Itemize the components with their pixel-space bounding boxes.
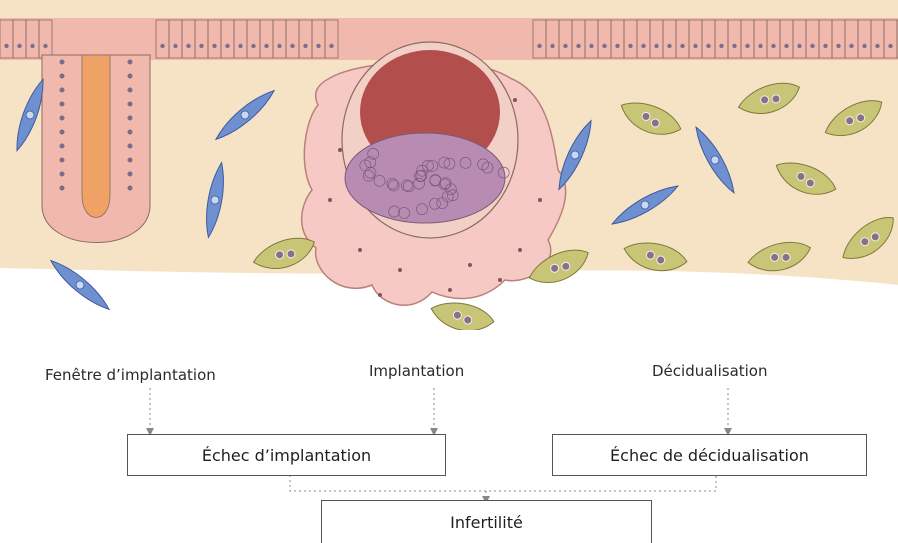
- cell-nucleus: [615, 44, 619, 48]
- gland-cell-nucleus: [128, 172, 132, 176]
- cell-nucleus: [732, 44, 736, 48]
- decidual-cell: [428, 298, 496, 330]
- gland-cell-nucleus: [60, 88, 64, 92]
- implantation-failure-box: Échec d’implantation: [127, 434, 446, 476]
- cell-nucleus: [43, 44, 47, 48]
- gland-cell-nucleus: [60, 60, 64, 64]
- cell-nucleus: [576, 44, 580, 48]
- halo-dot: [378, 293, 382, 297]
- gland-cell-nucleus: [60, 144, 64, 148]
- gland-cell-nucleus: [128, 102, 132, 106]
- gland-cell-nucleus: [128, 74, 132, 78]
- cell-nucleus: [160, 44, 164, 48]
- cell-nucleus: [602, 44, 606, 48]
- cell-nucleus: [264, 44, 268, 48]
- cell-nucleus: [303, 44, 307, 48]
- halo-dot: [468, 263, 472, 267]
- infertility-box: Infertilité: [321, 500, 652, 543]
- cell-nucleus: [290, 44, 294, 48]
- cell-nucleus: [641, 44, 645, 48]
- cell-nucleus: [173, 44, 177, 48]
- label-implantation: Implantation: [369, 362, 464, 380]
- gland-cell-nucleus: [128, 116, 132, 120]
- gland-cell-nucleus: [128, 60, 132, 64]
- label-window-of-implantation: Fenêtre d’implantation: [45, 366, 216, 384]
- gland-cell-nucleus: [60, 102, 64, 106]
- gland-cell-nucleus: [128, 130, 132, 134]
- cell-nucleus: [225, 44, 229, 48]
- cell-nucleus: [836, 44, 840, 48]
- halo-dot: [448, 288, 452, 292]
- gland-cell-nucleus: [60, 158, 64, 162]
- cell-nucleus: [680, 44, 684, 48]
- cell-nucleus: [693, 44, 697, 48]
- cell-nucleus: [316, 44, 320, 48]
- gland-cell-nucleus: [60, 130, 64, 134]
- cell-nucleus: [667, 44, 671, 48]
- halo-dot: [498, 278, 502, 282]
- gland-lumen: [82, 55, 110, 218]
- gland-cell-nucleus: [60, 116, 64, 120]
- cell-nucleus: [589, 44, 593, 48]
- cell-nucleus: [277, 44, 281, 48]
- cell-nucleus: [654, 44, 658, 48]
- cell-nucleus: [849, 44, 853, 48]
- cell-nucleus: [888, 44, 892, 48]
- cell-nucleus: [329, 44, 333, 48]
- gland-cell-nucleus: [128, 144, 132, 148]
- gland-cell-nucleus: [128, 186, 132, 190]
- halo-dot: [513, 98, 517, 102]
- cell-nucleus: [4, 44, 8, 48]
- cell-nucleus: [758, 44, 762, 48]
- gland-cell-nucleus: [60, 186, 64, 190]
- cell-nucleus: [719, 44, 723, 48]
- cell-nucleus: [810, 44, 814, 48]
- halo-dot: [338, 148, 342, 152]
- label-decidualization: Décidualisation: [652, 362, 768, 380]
- cell-nucleus: [784, 44, 788, 48]
- halo-dot: [328, 198, 332, 202]
- endometrium-illustration: [0, 0, 898, 330]
- cell-nucleus: [537, 44, 541, 48]
- cell-nucleus: [251, 44, 255, 48]
- cell-nucleus: [706, 44, 710, 48]
- cell-nucleus: [563, 44, 567, 48]
- cell-nucleus: [823, 44, 827, 48]
- gland-cell-nucleus: [60, 172, 64, 176]
- cell-nucleus: [862, 44, 866, 48]
- cell-nucleus: [745, 44, 749, 48]
- cell-nucleus: [797, 44, 801, 48]
- cell-nucleus: [238, 44, 242, 48]
- cell-nucleus: [628, 44, 632, 48]
- cell-nucleus: [550, 44, 554, 48]
- halo-dot: [358, 248, 362, 252]
- cell-nucleus: [30, 44, 34, 48]
- cell-nucleus: [875, 44, 879, 48]
- halo-dot: [398, 268, 402, 272]
- arrow-failures-to-infertility: [290, 475, 716, 500]
- cell-nucleus: [199, 44, 203, 48]
- cell-nucleus: [771, 44, 775, 48]
- halo-dot: [538, 198, 542, 202]
- cell-nucleus: [212, 44, 216, 48]
- halo-dot: [518, 248, 522, 252]
- cell-nucleus: [186, 44, 190, 48]
- gland-cell-nucleus: [128, 88, 132, 92]
- decidualization-failure-box: Échec de décidualisation: [552, 434, 867, 476]
- gland-cell-nucleus: [128, 158, 132, 162]
- cell-nucleus: [17, 44, 21, 48]
- gland-cell-nucleus: [60, 74, 64, 78]
